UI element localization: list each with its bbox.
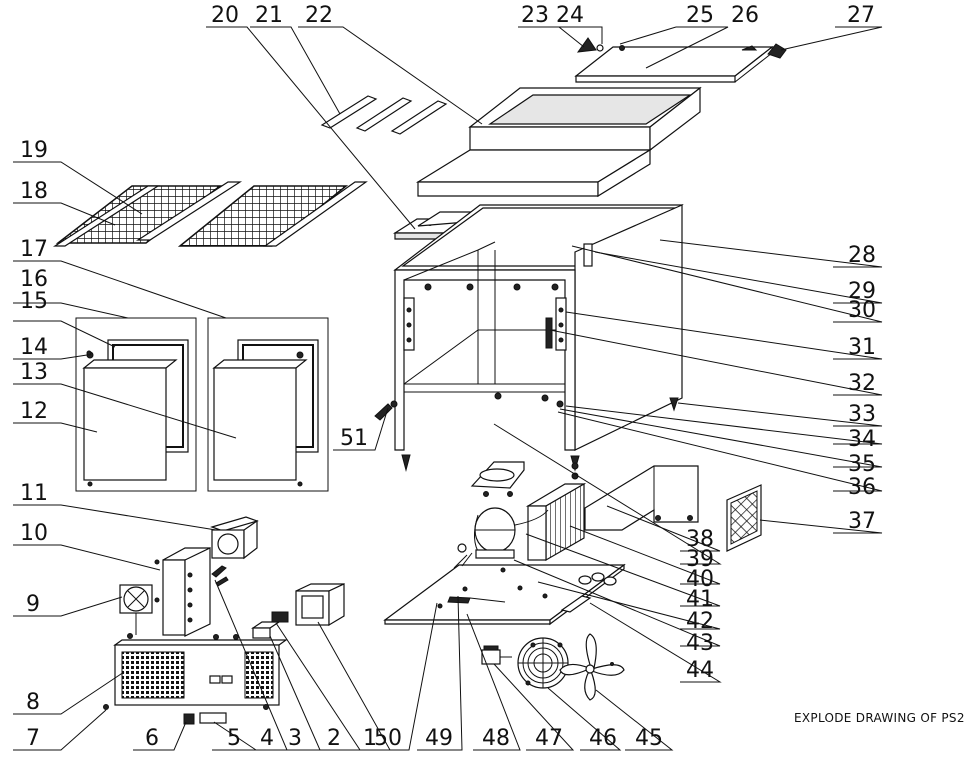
part-top-tub bbox=[415, 86, 702, 198]
callout-21: 21 bbox=[255, 3, 283, 28]
callout-39: 39 bbox=[686, 547, 714, 572]
callout-14: 14 bbox=[20, 335, 48, 360]
callout-24: 24 bbox=[556, 3, 584, 28]
callout-12: 12 bbox=[20, 399, 48, 424]
callout-5: 5 bbox=[227, 726, 241, 751]
callout-32: 32 bbox=[848, 371, 876, 396]
callout-48: 48 bbox=[482, 726, 510, 751]
callout-25: 25 bbox=[686, 3, 714, 28]
part-fan-blade bbox=[559, 633, 625, 701]
callout-35: 35 bbox=[848, 452, 876, 477]
part-junction-box bbox=[295, 583, 345, 627]
part-fan-shroud bbox=[210, 516, 259, 560]
screw-icon bbox=[86, 350, 92, 356]
part-front-panel bbox=[103, 633, 288, 710]
callout-34: 34 bbox=[848, 427, 876, 452]
callout-36: 36 bbox=[848, 475, 876, 500]
drawing-title: EXPLODE DRAWING OF PS200 bbox=[794, 711, 964, 725]
callout-30: 30 bbox=[848, 298, 876, 323]
part-door-left bbox=[75, 317, 197, 492]
part-fan-motor bbox=[481, 645, 512, 665]
callout-7: 7 bbox=[26, 726, 40, 751]
callout-4: 4 bbox=[260, 726, 274, 751]
part-condenser-bracket bbox=[584, 465, 699, 531]
part-door-right bbox=[207, 317, 329, 492]
part-rails bbox=[320, 95, 448, 135]
callout-42: 42 bbox=[686, 609, 714, 634]
part-wire-shelves bbox=[52, 181, 368, 247]
callout-6: 6 bbox=[145, 726, 159, 751]
callout-40: 40 bbox=[686, 567, 714, 592]
callout-17: 17 bbox=[20, 237, 48, 262]
part-lid bbox=[574, 45, 774, 83]
part-condenser bbox=[525, 462, 587, 562]
part-door-hinge bbox=[374, 400, 398, 421]
callout-3: 3 bbox=[288, 726, 302, 751]
callout-45: 45 bbox=[635, 726, 663, 751]
callout-22: 22 bbox=[305, 3, 333, 28]
callout-51: 51 bbox=[340, 426, 368, 451]
callout-44: 44 bbox=[686, 658, 714, 683]
callout-20: 20 bbox=[211, 3, 239, 28]
part-switches bbox=[183, 712, 227, 725]
leader-lines bbox=[13, 26, 883, 751]
callout-13: 13 bbox=[20, 360, 48, 385]
part-controller bbox=[251, 611, 289, 639]
callout-2: 2 bbox=[327, 726, 341, 751]
callout-10: 10 bbox=[20, 521, 48, 546]
part-cabinet bbox=[393, 204, 684, 472]
callout-31: 31 bbox=[848, 335, 876, 360]
callout-labels: 20 21 22 23 24 25 26 27 19 18 17 16 15 1… bbox=[20, 3, 876, 751]
callout-15: 15 bbox=[20, 289, 48, 314]
callout-27: 27 bbox=[847, 3, 875, 28]
callout-23: 23 bbox=[521, 3, 549, 28]
part-evaporator-tray bbox=[470, 461, 525, 497]
callout-26: 26 bbox=[731, 3, 759, 28]
callout-38: 38 bbox=[686, 527, 714, 552]
callout-50: 50 bbox=[374, 726, 402, 751]
callout-8: 8 bbox=[26, 690, 40, 715]
callout-18: 18 bbox=[20, 179, 48, 204]
callout-46: 46 bbox=[589, 726, 617, 751]
part-fan-guard bbox=[517, 637, 569, 689]
part-compressor bbox=[474, 507, 549, 559]
callout-37: 37 bbox=[848, 509, 876, 534]
callout-43: 43 bbox=[686, 631, 714, 656]
mesh-grid-icon bbox=[726, 484, 762, 552]
part-hinges bbox=[576, 37, 787, 59]
callout-19: 19 bbox=[20, 138, 48, 163]
callout-16: 16 bbox=[20, 267, 48, 292]
fan-icon bbox=[119, 584, 153, 635]
callout-11: 11 bbox=[20, 481, 48, 506]
part-brackets bbox=[211, 565, 229, 587]
callout-47: 47 bbox=[535, 726, 563, 751]
part-electrical-panel bbox=[154, 547, 211, 637]
callout-49: 49 bbox=[425, 726, 453, 751]
callout-9: 9 bbox=[26, 592, 40, 617]
callout-1: 1 bbox=[363, 726, 377, 751]
callout-28: 28 bbox=[848, 243, 876, 268]
callout-29: 29 bbox=[848, 279, 876, 304]
callout-41: 41 bbox=[686, 587, 714, 612]
callout-33: 33 bbox=[848, 402, 876, 427]
